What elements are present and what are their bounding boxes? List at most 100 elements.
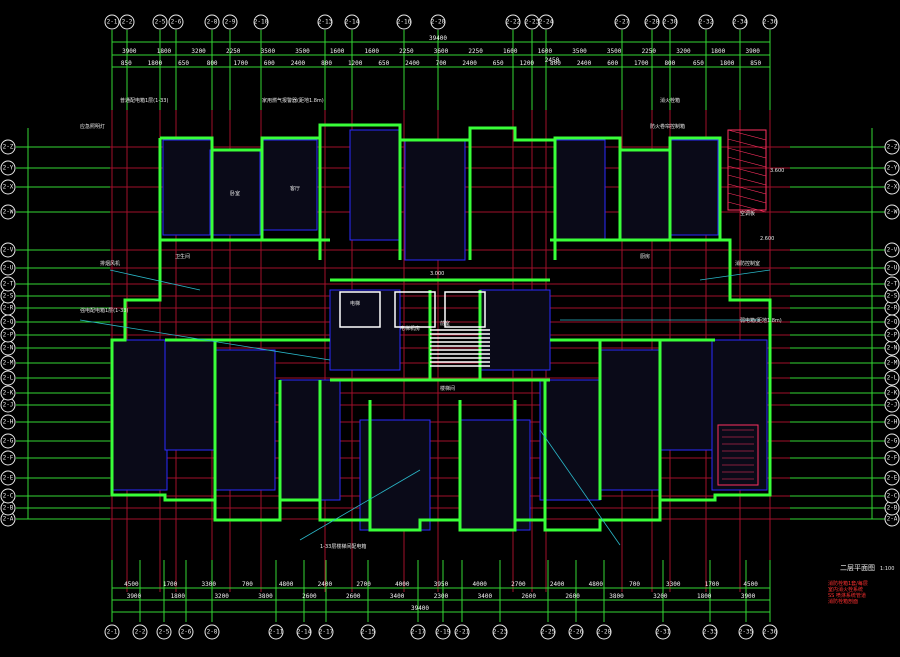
dim-top-row1: 2250 [399, 48, 414, 55]
dim-bottom-row2: 3900 [127, 593, 142, 600]
axis-label-left: 2-S [3, 293, 14, 300]
dim-bottom-row2: 1800 [171, 593, 186, 600]
axis-label-bottom: 2-1 [107, 629, 118, 636]
axis-label-top: 2-30 [663, 19, 678, 26]
axis-bubble-top [732, 14, 748, 30]
hatch-line [727, 165, 767, 177]
axis-label-right: 2-V [887, 247, 898, 254]
axis-label-top: 2-16 [397, 19, 412, 26]
axis-label-left: 2-H [3, 419, 14, 426]
room-block [261, 139, 318, 231]
dim-top-row1: 2250 [468, 48, 483, 55]
axis-label-top: 2-14 [345, 19, 360, 26]
annotation-text: 电梯 [350, 300, 360, 307]
axis-label-bottom: 2-14 [297, 629, 312, 636]
dim-top-row1: 3500 [572, 48, 587, 55]
axis-label-left: 2-L [3, 375, 14, 382]
axis-label-bottom: 2-19 [436, 629, 451, 636]
dim-bottom-row1: 4000 [472, 581, 487, 588]
dim-bottom-row2: 2600 [302, 593, 317, 600]
dim-bottom-row1: 2700 [356, 581, 371, 588]
axis-bubble-right [884, 470, 900, 486]
dim-bottom-row2: 3200 [214, 593, 229, 600]
dim-bottom-row2: 3800 [258, 593, 273, 600]
annotation-text: 防火卷帘控制箱 [650, 123, 685, 130]
axis-bubble-right [884, 385, 900, 401]
elevator-shaft [394, 291, 436, 328]
axis-label-top: 2-13 [318, 19, 333, 26]
dim-bottom-row1: 1700 [163, 581, 178, 588]
dim-top-row1: 3200 [191, 48, 206, 55]
axis-bubble-right [884, 414, 900, 430]
room-block [479, 289, 551, 371]
dim-top-row2: 800 [207, 60, 218, 67]
dim-bottom-row2: 3800 [609, 593, 624, 600]
axis-label-bottom: 2-17 [411, 629, 426, 636]
room-block [459, 419, 531, 531]
axis-bubble-top [538, 14, 554, 30]
dim-top-row2: 600 [264, 60, 275, 67]
room-block [669, 139, 719, 236]
axis-bubble-top [762, 14, 778, 30]
axis-bubble-bottom [410, 624, 426, 640]
axis-bubble-right [884, 355, 900, 371]
axis-label-left: 2-N [3, 345, 14, 352]
axis-label-bottom: 2-6 [181, 629, 192, 636]
dim-top-row1: 1800 [711, 48, 726, 55]
dim-bottom-row1: 4800 [589, 581, 604, 588]
dim-top-row1: 3200 [676, 48, 691, 55]
axis-bubble-top [317, 14, 333, 30]
annotation-text: 楼梯间 [440, 385, 455, 392]
grid-lines [40, 40, 860, 592]
dim-bottom-row1: 700 [242, 581, 253, 588]
axis-bubble-bottom [655, 624, 671, 640]
axis-label-left: 2-R [3, 305, 14, 312]
axis-bubble-bottom [204, 624, 220, 640]
drawing-title: 二层平面图 [840, 564, 875, 572]
hatch-line [727, 138, 767, 150]
dim-bottom-row1: 4500 [743, 581, 758, 588]
dim-top-row1: 2250 [642, 48, 657, 55]
axis-label-bottom: 2-23 [493, 629, 508, 636]
axis-label-bottom: 2-25 [541, 629, 556, 636]
dim-bottom-row1: 2700 [511, 581, 526, 588]
axis-bubble-left [0, 433, 16, 449]
axis-label-bottom: 2-35 [739, 629, 754, 636]
axis-label-right: 2-C [887, 493, 898, 500]
axis-bubble-left [0, 370, 16, 386]
dim-top-row1: 3500 [607, 48, 622, 55]
dim-top-row2: 2400 [577, 60, 592, 67]
dim-bottom-row1: 4800 [279, 581, 294, 588]
axis-bubble-left [0, 470, 16, 486]
leader-line [79, 319, 331, 361]
axis-bubble-right [884, 488, 900, 504]
axis-label-bottom: 2-26 [569, 629, 584, 636]
axis-bubble-left [0, 260, 16, 276]
dim-bottom-row1: 1700 [705, 581, 720, 588]
dim-top-row1: 1600 [365, 48, 380, 55]
dim-top-row2: 2400 [405, 60, 420, 67]
dim-bottom-row1: 3300 [202, 581, 217, 588]
axis-label-right: 2-W [887, 209, 898, 216]
room-block [349, 129, 401, 241]
axis-label-right: 2-L [887, 375, 898, 382]
room-block [329, 289, 401, 371]
dim-bottom-row2: 2600 [565, 593, 580, 600]
room-block [111, 339, 168, 491]
dimension-lines [16, 30, 885, 622]
axis-bubble-bottom [360, 624, 376, 640]
axis-bubble-right [884, 242, 900, 258]
dim-center-top: 2450 [545, 57, 560, 64]
annotation-text: 弱电箱(距地1.8m) [740, 317, 782, 324]
dim-top-row2: 800 [321, 60, 332, 67]
axis-label-top: 2-36 [763, 19, 778, 26]
axis-bubble-bottom [156, 624, 172, 640]
axis-label-left: 2-K [3, 390, 14, 397]
dim-top-row2: 650 [178, 60, 189, 67]
axis-label-right: 2-G [887, 438, 898, 445]
hatch-line [727, 147, 767, 159]
axis-label-left: 2-V [3, 247, 14, 254]
